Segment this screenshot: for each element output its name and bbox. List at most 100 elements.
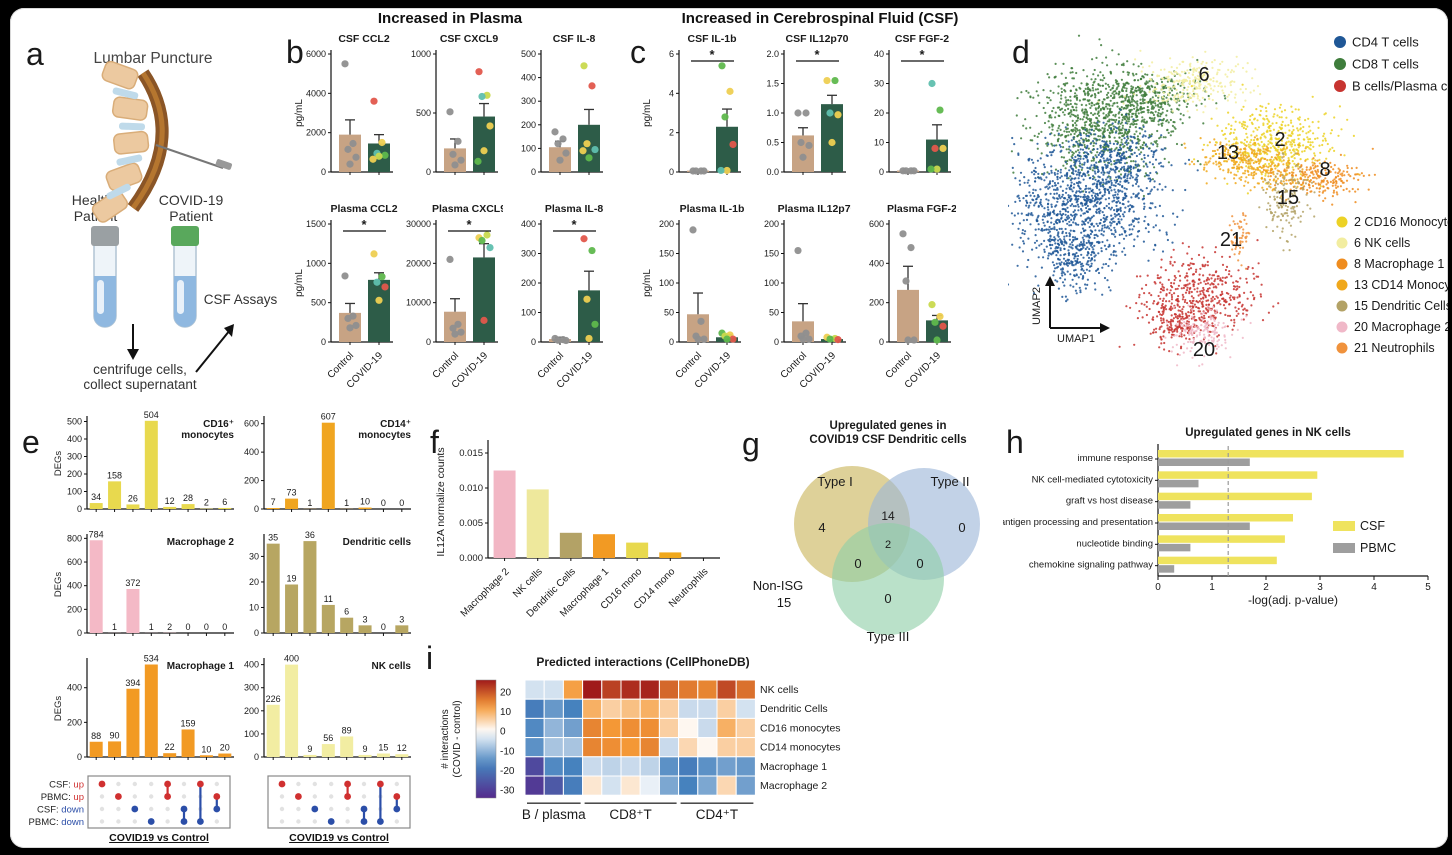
upset-matrix: COVID19 vs Control COVID19 vs Control CS… [28, 774, 423, 854]
svg-text:0: 0 [531, 337, 536, 347]
svg-text:500: 500 [311, 298, 326, 308]
svg-text:1000: 1000 [411, 49, 431, 59]
svg-text:Plasma IL12p70: Plasma IL12p70 [778, 203, 851, 215]
svg-text:2000: 2000 [306, 128, 326, 138]
svg-text:CSF IL-1b: CSF IL-1b [688, 33, 737, 45]
svg-text:CSF IL-8: CSF IL-8 [553, 33, 596, 45]
svg-text:0: 0 [426, 337, 431, 347]
svg-text:*: * [571, 217, 577, 232]
svg-text:4: 4 [669, 88, 674, 98]
svg-text:200: 200 [521, 120, 536, 130]
svg-text:pg/mL: pg/mL [642, 99, 653, 127]
svg-text:0.5: 0.5 [766, 138, 779, 148]
svg-text:400: 400 [869, 258, 884, 268]
svg-text:*: * [709, 47, 715, 62]
svg-text:200: 200 [521, 278, 536, 288]
svg-text:50: 50 [769, 308, 779, 318]
svg-text:1000: 1000 [306, 258, 326, 268]
svg-text:Plasma CXCL9: Plasma CXCL9 [432, 203, 503, 215]
svg-text:10000: 10000 [406, 298, 431, 308]
chart-csf-ccl2: CSF CCL2 pg/mL 0 2000 4000 6000 [293, 30, 398, 195]
svg-text:Plasma IL-1b: Plasma IL-1b [680, 203, 745, 215]
figure-card: a b c d e f g h i Increased in Plasma In… [10, 8, 1448, 848]
svg-text:200: 200 [869, 298, 884, 308]
svg-text:CSF CXCL9: CSF CXCL9 [440, 33, 499, 45]
svg-text:100: 100 [764, 278, 779, 288]
svg-text:0.0: 0.0 [766, 167, 779, 177]
needle-icon [156, 145, 233, 170]
svg-text:CSF CCL2: CSF CCL2 [338, 33, 389, 45]
svg-text:400: 400 [521, 73, 536, 83]
svg-text:*: * [919, 47, 925, 62]
svg-text:1500: 1500 [306, 219, 326, 229]
svg-text:Plasma IL-8: Plasma IL-8 [545, 203, 604, 215]
svg-text:0: 0 [879, 167, 884, 177]
svg-text:2.0: 2.0 [766, 49, 779, 59]
svg-text:Plasma CCL2: Plasma CCL2 [330, 203, 397, 215]
svg-text:0: 0 [669, 337, 674, 347]
svg-text:Plasma FGF-2: Plasma FGF-2 [887, 203, 956, 215]
svg-text:1.5: 1.5 [766, 79, 779, 89]
panel-a: Lumbar Puncture Healthy Patient COVID-19… [18, 28, 288, 428]
svg-text:2: 2 [669, 128, 674, 138]
svg-text:4000: 4000 [306, 88, 326, 98]
svg-text:0: 0 [426, 167, 431, 177]
svg-text:600: 600 [869, 219, 884, 229]
svg-text:pg/mL: pg/mL [294, 99, 305, 127]
svg-text:300: 300 [521, 249, 536, 259]
svg-text:CSF IL12p70: CSF IL12p70 [785, 33, 848, 45]
svg-text:150: 150 [764, 249, 779, 259]
svg-text:20000: 20000 [406, 258, 431, 268]
svg-text:0: 0 [321, 167, 326, 177]
svg-text:30: 30 [874, 79, 884, 89]
svg-text:50: 50 [664, 308, 674, 318]
svg-text:100: 100 [521, 308, 536, 318]
svg-text:30000: 30000 [406, 219, 431, 229]
svg-text:0: 0 [531, 167, 536, 177]
covid-tube-icon [171, 226, 199, 327]
svg-text:200: 200 [764, 219, 779, 229]
chart-csf-il1b: CSF IL-1b pg/mL 0 2 4 6 * [641, 30, 746, 195]
svg-text:300: 300 [521, 96, 536, 106]
healthy-tube-icon [91, 226, 119, 327]
svg-text:400: 400 [521, 219, 536, 229]
header-increased-csf: Increased in Cerebrospinal Fluid (CSF) [630, 10, 1010, 27]
svg-text:20: 20 [874, 108, 884, 118]
svg-text:0: 0 [669, 167, 674, 177]
svg-text:*: * [361, 217, 367, 232]
svg-text:0: 0 [879, 337, 884, 347]
svg-text:pg/mL: pg/mL [294, 269, 305, 297]
flow-arrows [133, 324, 230, 372]
svg-text:pg/mL: pg/mL [642, 269, 653, 297]
svg-text:100: 100 [521, 143, 536, 153]
svg-text:200: 200 [659, 219, 674, 229]
svg-text:*: * [466, 217, 472, 232]
lumbar-puncture-illustration [18, 28, 288, 428]
svg-text:1.0: 1.0 [766, 108, 779, 118]
svg-text:6000: 6000 [306, 49, 326, 59]
svg-text:100: 100 [659, 278, 674, 288]
svg-text:0: 0 [774, 337, 779, 347]
svg-text:0: 0 [321, 337, 326, 347]
svg-text:6: 6 [669, 49, 674, 59]
panel-label-e: e [22, 424, 40, 461]
header-increased-plasma: Increased in Plasma [290, 10, 610, 27]
